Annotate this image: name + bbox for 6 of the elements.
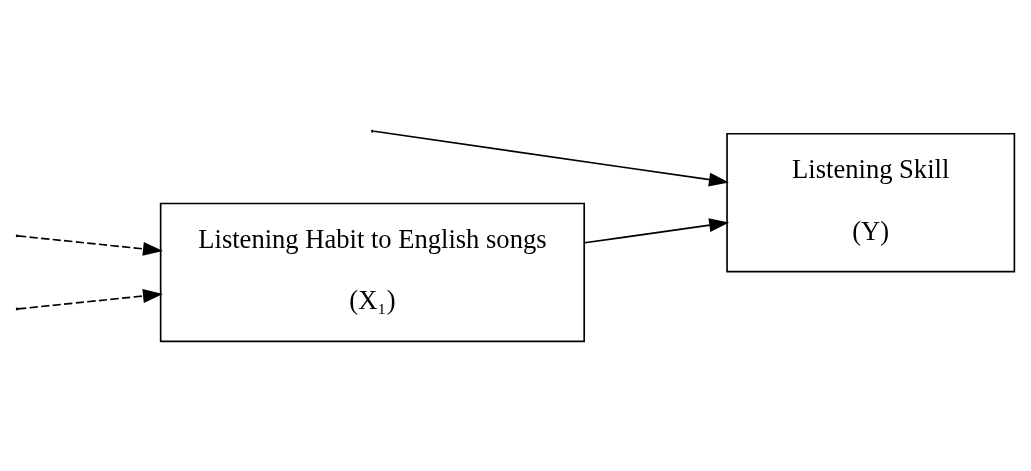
arrow bbox=[17, 234, 163, 256]
node-box: Listening Habit to English songs (X₁) bbox=[159, 202, 586, 342]
node-box: Listening Skill (Y) bbox=[726, 132, 1016, 272]
arrow bbox=[373, 129, 729, 186]
arrow bbox=[583, 217, 730, 244]
arrow bbox=[17, 288, 163, 310]
